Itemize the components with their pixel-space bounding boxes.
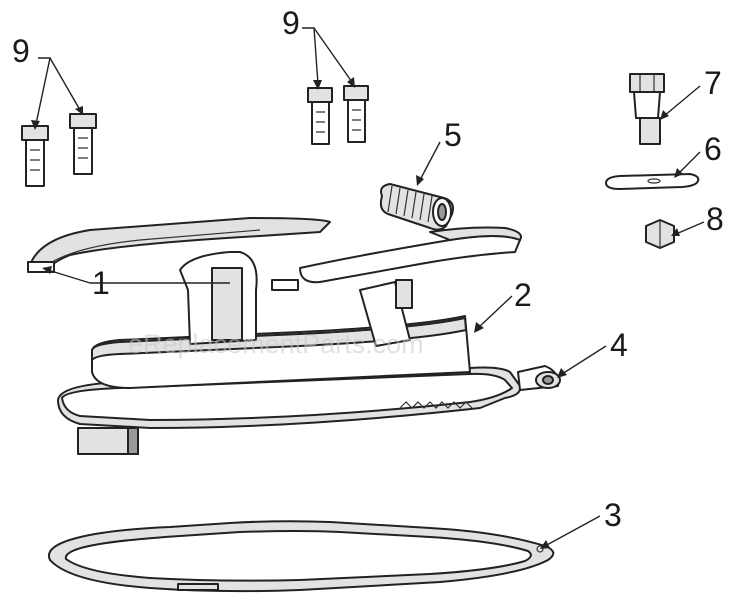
callout-5: 5: [444, 117, 462, 153]
part-2-housing[interactable]: [27, 217, 560, 455]
part-3-gasket[interactable]: [47, 520, 555, 593]
callout-8: 8: [706, 201, 724, 237]
watermark-text: eReplacementParts.com: [128, 329, 424, 359]
callout-6: 6: [704, 131, 722, 167]
callout-2: 2: [514, 277, 532, 313]
callout-4: 4: [610, 327, 628, 363]
leader-lines: [31, 27, 705, 549]
callout-7: 7: [704, 65, 722, 101]
callout-3: 3: [604, 497, 622, 533]
callout-9-center: 9: [282, 5, 300, 41]
part-9-screws-left[interactable]: [21, 113, 97, 187]
part-6-washer-plate[interactable]: [605, 173, 700, 190]
callout-9-left: 9: [12, 33, 30, 69]
part-7-shoulder-bolt[interactable]: [629, 73, 665, 145]
callout-1: 1: [92, 265, 110, 301]
part-5-spring[interactable]: [379, 183, 454, 231]
part-9-screws-center[interactable]: [307, 85, 369, 145]
part-4-bushing[interactable]: [535, 371, 561, 389]
part-8-nut[interactable]: [645, 219, 675, 249]
